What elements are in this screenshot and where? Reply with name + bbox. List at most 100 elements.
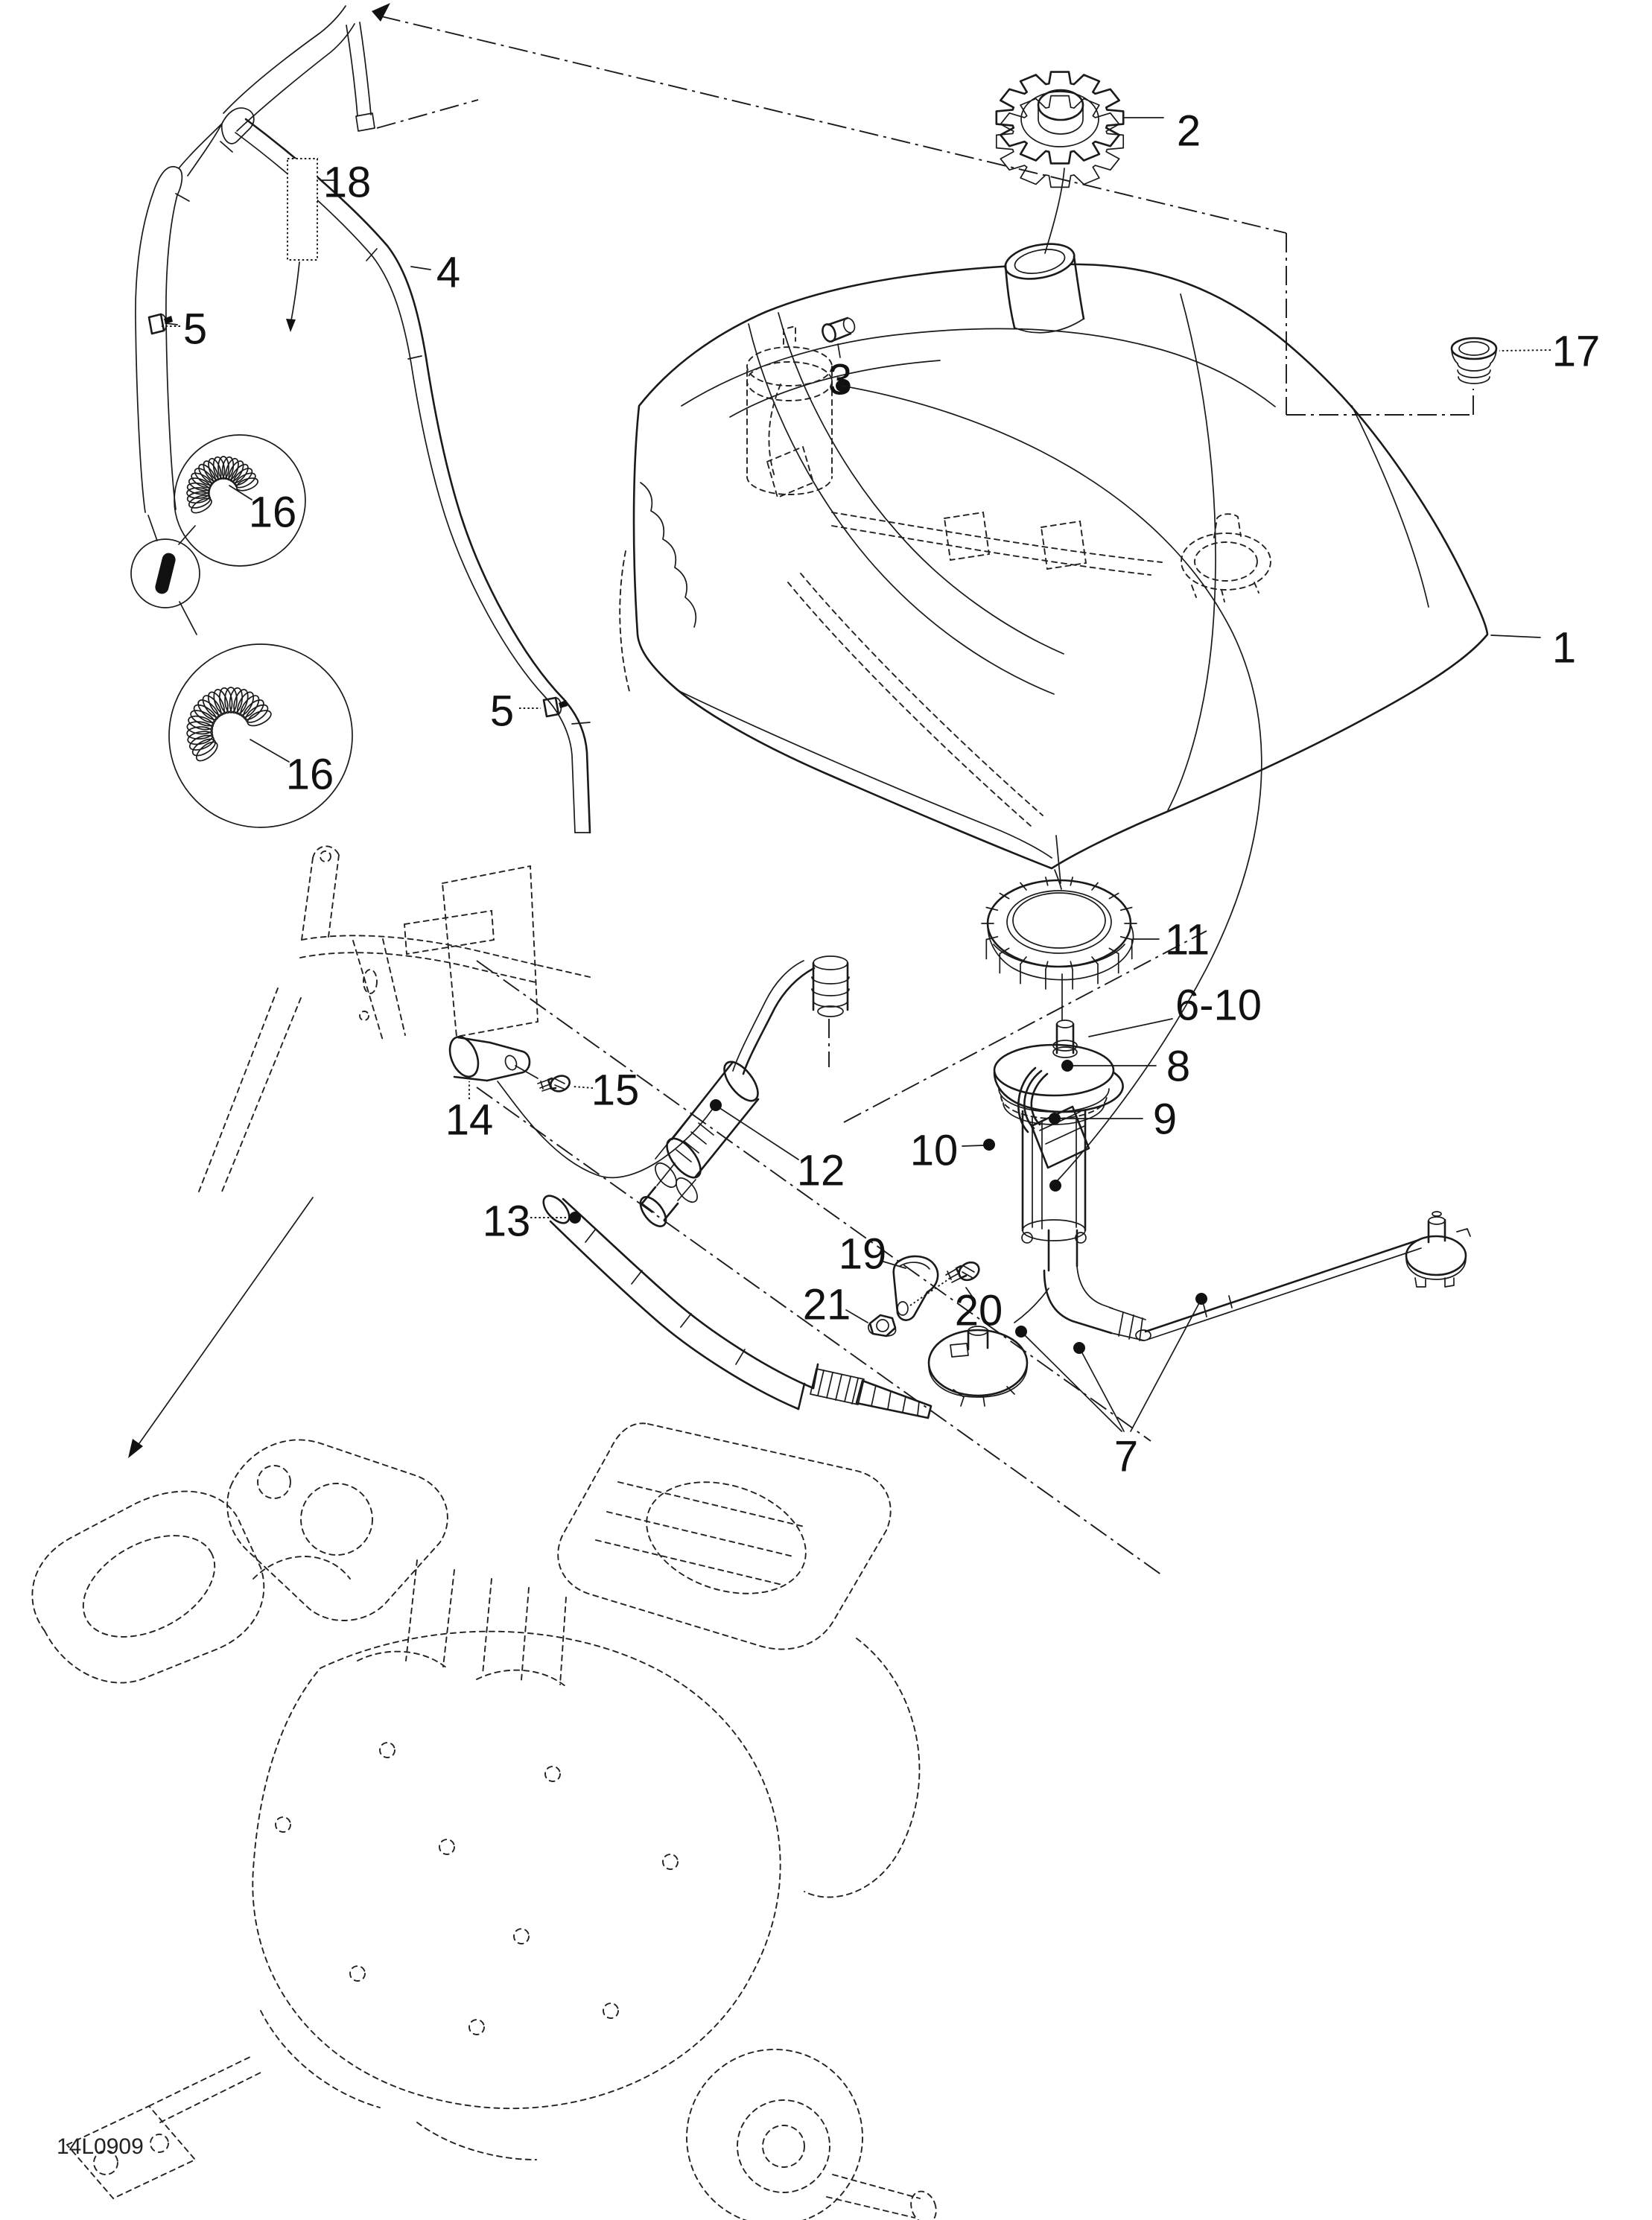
part-number-label: 8: [1166, 1043, 1190, 1091]
part-callout-5b: 5: [490, 687, 541, 736]
callout-leader-line: [572, 1086, 594, 1089]
spring-coil: [203, 460, 219, 482]
part-number-label: 18: [323, 159, 372, 207]
callout-leader-line: [965, 1287, 973, 1298]
spring-coil: [247, 710, 272, 727]
part-number-label: 20: [955, 1287, 1003, 1335]
vent-nipple: [822, 317, 856, 343]
part-number-label: 21: [803, 1281, 851, 1329]
spring-coil: [213, 689, 229, 715]
spring-coil: [207, 691, 225, 716]
location-dot-pump: [1049, 1180, 1061, 1192]
part-number-label: 9: [1153, 1095, 1177, 1144]
spring-coil: [221, 456, 235, 480]
engine-arrow-icon: [128, 1439, 143, 1458]
part-number-label: 12: [797, 1147, 845, 1195]
part-callout-1: 1: [1490, 624, 1576, 672]
lock-ring-tooth: [1119, 906, 1133, 912]
callout-leader-line: [845, 1309, 868, 1323]
part-callout-16b: 16: [250, 739, 334, 799]
spring-coil: [228, 460, 244, 482]
spring-coil: [202, 695, 222, 718]
spring-coil: [235, 472, 256, 489]
spring-coil: [191, 738, 216, 757]
callout-dot: [569, 1212, 581, 1224]
callout-leader-line: [720, 1108, 799, 1160]
lock-ring-tooth: [1119, 935, 1133, 941]
lock-ring-tooth: [1045, 961, 1049, 970]
part-callout-8: 8: [1061, 1043, 1190, 1091]
part-callout-17: 17: [1499, 328, 1600, 376]
spring-coil: [188, 715, 214, 731]
callout-leader-line: [837, 343, 841, 358]
spring-coil: [186, 726, 213, 740]
hose-clamp-lower: [542, 696, 568, 718]
spring-coil: [217, 456, 229, 480]
lock-ring-tooth: [1020, 956, 1027, 965]
part-callout-6-10: 6-10: [1088, 982, 1262, 1037]
lock-ring-tooth: [999, 892, 1010, 900]
part-number-label: 1: [1552, 624, 1576, 672]
frame-dashed: [198, 550, 630, 1192]
spring-coil: [243, 699, 264, 721]
spring-coil: [231, 463, 249, 484]
part-callout-5a: 5: [162, 305, 207, 354]
lock-ring-tooth: [1070, 961, 1073, 970]
part-callout-10: 10: [910, 1127, 995, 1175]
spring-coil: [194, 468, 215, 486]
clamp-bracket: [448, 1035, 713, 1179]
part-callout-21: 21: [803, 1281, 868, 1329]
lock-ring-tooth: [985, 906, 999, 912]
filler-neck: [1004, 168, 1085, 334]
hose-clamp-upper: [147, 313, 173, 335]
clamp-19: [892, 1255, 939, 1321]
spring-icon: [186, 456, 259, 514]
bracket-screw: [537, 1075, 571, 1092]
fuel-cap: [995, 71, 1125, 188]
callout-leader-line: [962, 1145, 984, 1147]
part-number-label: 13: [483, 1198, 531, 1246]
lock-ring-tooth: [1091, 956, 1099, 965]
spring-coil: [218, 687, 233, 714]
callout-leader-line: [250, 739, 290, 763]
grommet: [1450, 337, 1498, 384]
fuel-tank: [632, 263, 1489, 1192]
spring-coil: [188, 734, 215, 751]
spring-coil: [186, 482, 211, 495]
part-callout-11: 11: [1132, 916, 1210, 964]
part-number-label: 17: [1552, 328, 1601, 376]
nut-21: [868, 1314, 897, 1338]
part-number-label: 16: [249, 489, 297, 537]
spring-coil: [191, 497, 212, 514]
lock-ring-tooth: [1108, 892, 1119, 900]
spring-detail-circles: [130, 434, 353, 828]
callout-leader-line: [1490, 634, 1541, 638]
spring-icon: [186, 687, 272, 762]
callout-leader-line: [1499, 349, 1551, 352]
part-callout-12: 12: [710, 1099, 845, 1195]
spring-coil: [198, 463, 216, 484]
part-callout-7: 7: [1015, 1293, 1207, 1481]
callout-dot: [1015, 1326, 1027, 1338]
spring-coil: [191, 472, 212, 489]
part-number-label: 3: [828, 356, 852, 404]
lock-ring-tooth: [985, 935, 999, 941]
spring-coil: [195, 741, 218, 762]
part-number-label: 7: [1114, 1433, 1138, 1481]
spring-coil: [229, 687, 244, 714]
spring-coil: [233, 689, 249, 715]
callout-dot: [710, 1099, 722, 1111]
engine-dashed: [31, 1197, 937, 2220]
part-number-label: 16: [286, 751, 334, 799]
callout-dot: [1049, 1113, 1061, 1125]
part-callout-2: 2: [1124, 107, 1201, 156]
callout-dot: [983, 1139, 995, 1151]
part-number-label: 19: [839, 1230, 887, 1279]
part-callout-9: 9: [1049, 1095, 1177, 1144]
spring-coil: [232, 468, 253, 486]
part-number-label: 14: [445, 1096, 494, 1145]
spring-coil: [186, 487, 210, 499]
reference-lines: [372, 3, 1474, 1576]
part-number-label: 15: [591, 1066, 640, 1115]
